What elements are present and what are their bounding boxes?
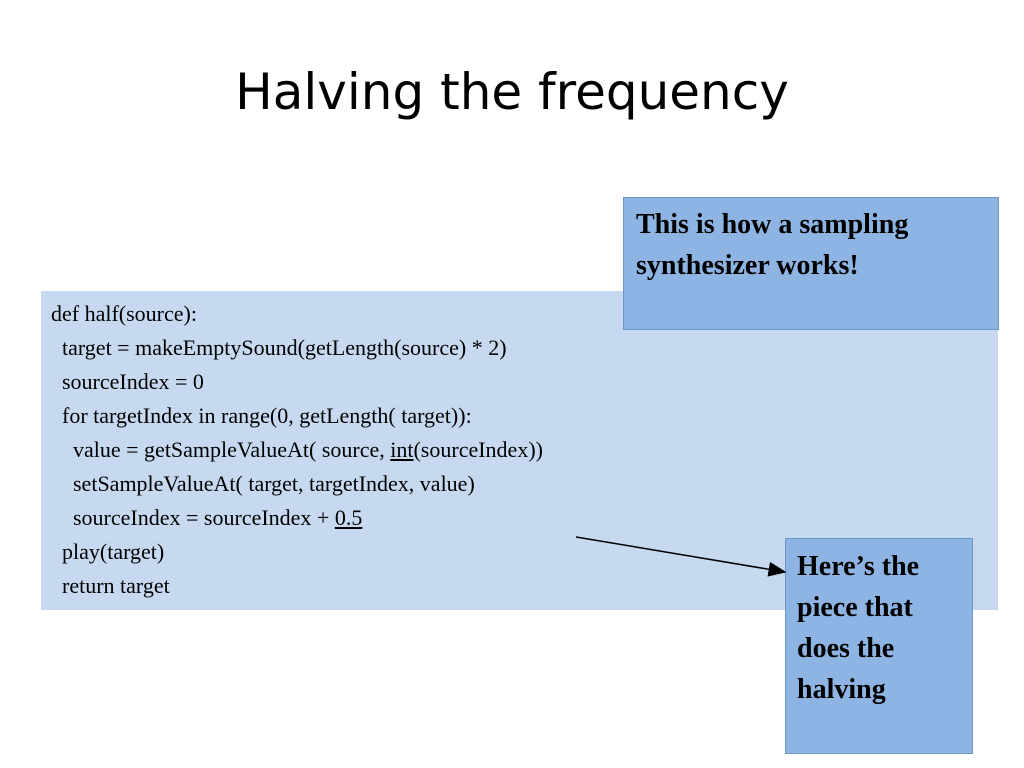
code-text: return target: [62, 573, 170, 598]
callout-sampling-synthesizer: This is how a sampling synthesizer works…: [623, 197, 999, 330]
code-line: setSampleValueAt( target, targetIndex, v…: [51, 467, 543, 501]
code-text: def half(source):: [51, 301, 197, 326]
code-line: value = getSampleValueAt( source, int(so…: [51, 433, 543, 467]
slide-title: Halving the frequency: [235, 63, 789, 121]
code-text: setSampleValueAt( target, targetIndex, v…: [73, 471, 475, 496]
code-highlight: int: [390, 437, 414, 462]
code-text: sourceIndex = sourceIndex +: [73, 505, 335, 530]
code-text: for targetIndex in range(0, getLength( t…: [62, 403, 472, 428]
code-line: def half(source):: [51, 297, 543, 331]
code-listing: def half(source): target = makeEmptySoun…: [51, 297, 543, 603]
code-line: sourceIndex = 0: [51, 365, 543, 399]
code-line: sourceIndex = sourceIndex + 0.5: [51, 501, 543, 535]
code-text: (sourceIndex)): [413, 437, 543, 462]
callout-text: Here’s the piece that does the halving: [797, 551, 920, 705]
callout-halving-piece: Here’s the piece that does the halving: [785, 538, 973, 754]
code-line: play(target): [51, 535, 543, 569]
code-highlight: 0.5: [334, 505, 363, 530]
code-text: play(target): [62, 539, 165, 564]
code-line: target = makeEmptySound(getLength(source…: [51, 331, 543, 365]
code-text: sourceIndex = 0: [62, 369, 204, 394]
callout-text: This is how a sampling synthesizer works…: [636, 209, 909, 281]
code-line: return target: [51, 569, 543, 603]
code-text: value = getSampleValueAt( source,: [73, 437, 391, 462]
code-line: for targetIndex in range(0, getLength( t…: [51, 399, 543, 433]
code-text: target = makeEmptySound(getLength(source…: [62, 335, 507, 360]
code-box: def half(source): target = makeEmptySoun…: [41, 291, 998, 610]
